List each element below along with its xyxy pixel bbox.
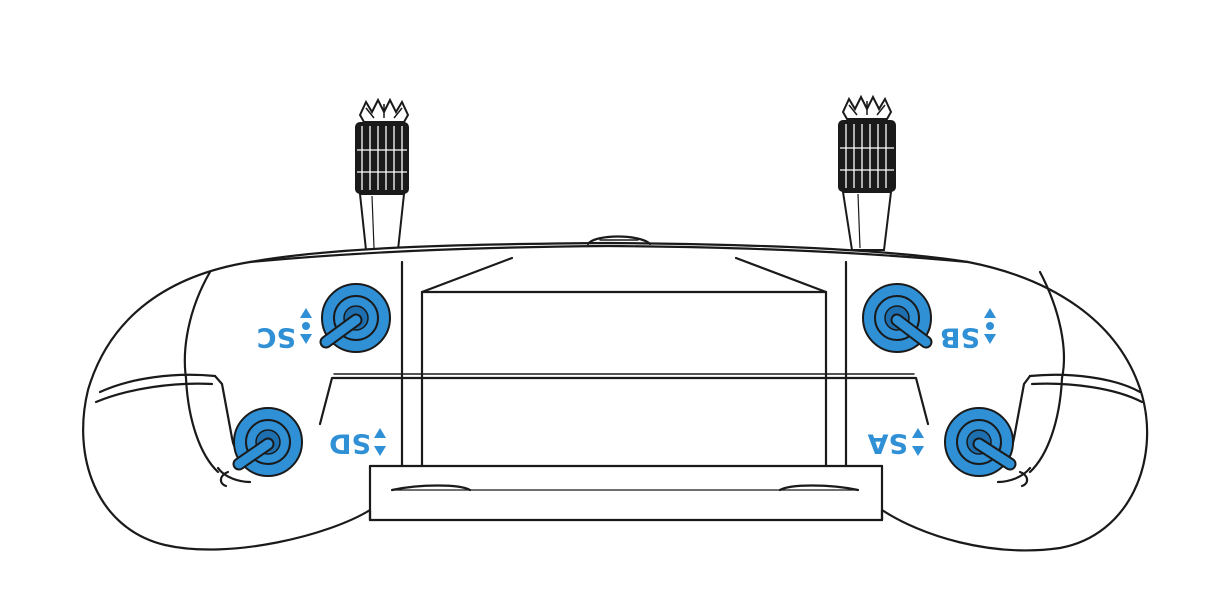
up-down-arrow-icon [374, 428, 386, 456]
switch-sc-label: SC [257, 322, 296, 353]
switch-sd-label: SD [329, 428, 371, 459]
up-middle-down-arrow-icon [984, 308, 996, 344]
switch-sd[interactable] [232, 407, 303, 477]
controller-body [82, 235, 1149, 552]
switch-sa-label: SA [868, 428, 908, 459]
switch-sb-label: SB [940, 322, 980, 353]
right-antenna-icon [838, 94, 896, 251]
switch-sa[interactable] [944, 407, 1017, 477]
left-antenna-icon [355, 97, 410, 251]
up-down-arrow-icon [912, 428, 924, 456]
switch-sb[interactable] [862, 283, 933, 353]
switch-sc[interactable] [319, 283, 391, 353]
up-middle-down-arrow-icon [300, 308, 312, 344]
